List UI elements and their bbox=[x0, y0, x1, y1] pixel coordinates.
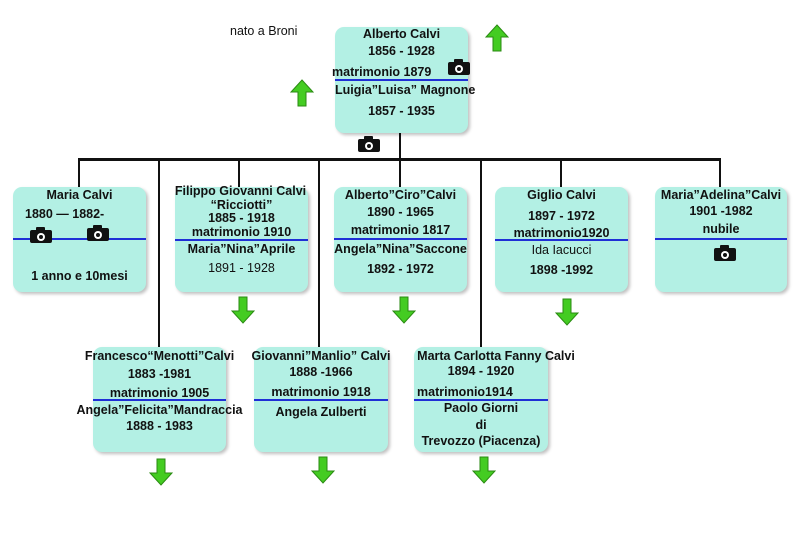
separator bbox=[13, 238, 146, 240]
person-box-alberto-calvi[interactable]: Alberto Calvi 1856 - 1928 matrimonio 187… bbox=[332, 27, 476, 133]
person-name: Giovanni”Manlio” Calvi bbox=[251, 349, 391, 363]
arrow-down-icon[interactable] bbox=[311, 456, 335, 484]
person-box-menotti-calvi[interactable]: Francesco“Menotti”Calvi 1883 -1981 matri… bbox=[76, 347, 243, 452]
marriage-separator bbox=[335, 79, 468, 81]
marriage-label: matrimonio 1817 bbox=[350, 223, 451, 237]
drop-line-marta bbox=[480, 158, 482, 350]
spouse-dates: 1898 -1992 bbox=[529, 263, 594, 277]
person-box-manlio-calvi[interactable]: Giovanni”Manlio” Calvi 1888 -1966 matrim… bbox=[252, 347, 390, 452]
spouse-dates: 1891 - 1928 bbox=[208, 261, 275, 275]
separator bbox=[334, 238, 467, 240]
camera-icon[interactable] bbox=[87, 225, 109, 241]
person-box-alberto-ciro-calvi[interactable]: Alberto”Ciro”Calvi 1890 - 1965 matrimoni… bbox=[334, 187, 467, 292]
person-name: Alberto”Ciro”Calvi bbox=[344, 188, 457, 202]
person-box-marta-calvi[interactable]: Marta Carlotta Fanny Calvi 1894 - 1920 m… bbox=[414, 347, 575, 452]
arrow-up-icon[interactable] bbox=[485, 24, 509, 52]
arrow-down-icon[interactable] bbox=[472, 456, 496, 484]
drop-line-giglio bbox=[560, 158, 562, 188]
marriage-label: matrimonio1914 bbox=[417, 385, 513, 399]
spouse-name: Angela”Nina”Saccone bbox=[334, 242, 467, 256]
spouse-di: di bbox=[475, 418, 487, 432]
birthplace-note: nato a Broni bbox=[230, 24, 298, 38]
drop-line-ciro bbox=[399, 158, 401, 188]
person-dates: 1894 - 1920 bbox=[447, 364, 515, 378]
person-dates: 1888 -1966 bbox=[289, 365, 353, 379]
person-dates: 1890 - 1965 bbox=[367, 205, 434, 219]
arrow-down-icon[interactable] bbox=[231, 296, 255, 324]
marriage-label: matrimonio 1905 bbox=[109, 386, 210, 400]
separator bbox=[254, 399, 388, 401]
camera-icon[interactable] bbox=[30, 227, 52, 243]
person-name: Francesco“Menotti”Calvi bbox=[84, 349, 235, 363]
trunk-line bbox=[399, 133, 401, 160]
person-dates: 1880 — 1882- bbox=[25, 207, 105, 221]
person-nickname: “Ricciotti” bbox=[210, 198, 273, 212]
person-name: Maria”Adelina”Calvi bbox=[660, 188, 782, 202]
arrow-down-icon[interactable] bbox=[392, 296, 416, 324]
separator bbox=[175, 239, 308, 241]
arrow-down-icon[interactable] bbox=[555, 298, 579, 326]
separator bbox=[93, 399, 226, 401]
spouse-dates: 1857 - 1935 bbox=[368, 104, 435, 118]
person-box-adelina-calvi[interactable]: Maria”Adelina”Calvi 1901 -1982 nubile bbox=[655, 187, 787, 292]
person-name: Marta Carlotta Fanny Calvi bbox=[417, 349, 575, 363]
spouse-place: Trevozzo (Piacenza) bbox=[421, 434, 541, 448]
drop-line-manlio bbox=[318, 158, 320, 350]
person-box-giglio-calvi[interactable]: Giglio Calvi 1897 - 1972 matrimonio1920 … bbox=[495, 187, 628, 292]
camera-icon[interactable] bbox=[448, 59, 470, 75]
person-box-filippo-calvi[interactable]: Filippo Giovanni Calvi “Ricciotti” 1885 … bbox=[174, 184, 308, 292]
spouse-name: Angela Zulberti bbox=[275, 405, 367, 419]
spouse-name: Ida Iacucci bbox=[531, 243, 592, 257]
person-note: nubile bbox=[702, 222, 740, 236]
spouse-name: Maria”Nina”Aprile bbox=[187, 242, 296, 256]
person-name: Giglio Calvi bbox=[527, 188, 596, 202]
drop-line-menotti bbox=[158, 158, 160, 350]
separator bbox=[655, 238, 787, 240]
separator bbox=[495, 239, 628, 241]
camera-icon[interactable] bbox=[358, 136, 380, 152]
spouse-name: Paolo Giorni bbox=[443, 401, 519, 415]
spouse-dates: 1888 - 1983 bbox=[126, 419, 193, 433]
person-name: Maria Calvi bbox=[46, 188, 113, 202]
marriage-label: matrimonio 1879 bbox=[332, 65, 432, 79]
person-dates: 1856 - 1928 bbox=[368, 44, 435, 58]
person-name: Alberto Calvi bbox=[362, 27, 441, 41]
person-name: Filippo Giovanni Calvi bbox=[174, 184, 307, 198]
arrow-down-icon[interactable] bbox=[149, 458, 173, 486]
person-note: 1 anno e 10mesi bbox=[31, 269, 128, 283]
person-dates: 1901 -1982 bbox=[689, 204, 753, 218]
drop-line-filippo bbox=[238, 158, 240, 188]
person-box-maria-calvi[interactable]: Maria Calvi 1880 — 1882- 1 anno e 10mesi bbox=[13, 187, 146, 292]
marriage-label: matrimonio 1910 bbox=[191, 225, 292, 239]
drop-line-adelina bbox=[719, 158, 721, 188]
separator bbox=[414, 399, 548, 401]
camera-icon[interactable] bbox=[714, 245, 736, 261]
marriage-label: matrimonio 1918 bbox=[271, 385, 371, 399]
spouse-dates: 1892 - 1972 bbox=[367, 262, 434, 276]
spouse-name: Luigia”Luisa” Magnone bbox=[335, 83, 476, 97]
spouse-name: Angela”Felicita”Mandraccia bbox=[76, 403, 243, 417]
person-dates: 1897 - 1972 bbox=[528, 209, 595, 223]
person-dates: 1883 -1981 bbox=[127, 367, 192, 381]
arrow-up-icon[interactable] bbox=[290, 79, 314, 107]
person-dates: 1885 - 1918 bbox=[208, 211, 275, 225]
marriage-label: matrimonio1920 bbox=[513, 226, 610, 240]
drop-line-maria bbox=[78, 158, 80, 188]
